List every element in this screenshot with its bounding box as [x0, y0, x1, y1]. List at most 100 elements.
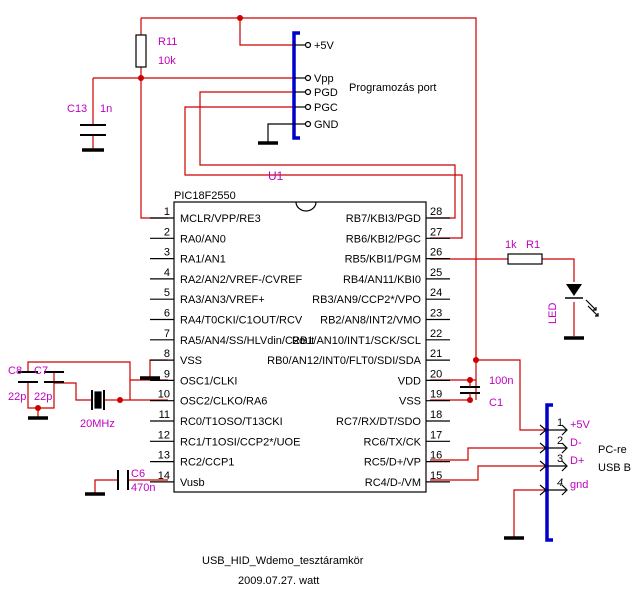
usb-pin-marker	[539, 442, 547, 454]
ic-pin-number: 20	[430, 368, 442, 380]
r11-value: 10k	[158, 55, 176, 67]
crystal: 20MHz	[80, 390, 115, 430]
ic-pin-number: 28	[430, 206, 442, 218]
c1-value: 100n	[489, 375, 513, 387]
ic-pin-name: RC5/D+/VP	[364, 457, 421, 469]
ic-pin-number: 1	[164, 206, 170, 218]
ic-pin-number: 27	[430, 226, 442, 238]
ic-pin-name: VSS	[180, 355, 202, 367]
ic-pin-name: RB2/AN8/INT2/VMO	[320, 315, 421, 327]
usb-pin-number: 4	[557, 477, 563, 489]
usb-pin-number: 2	[557, 435, 563, 447]
ic-pin-name: RC7/RX/DT/SDO	[336, 416, 421, 428]
usb-pin-label: +5V	[570, 419, 591, 431]
ic-pin-name: VSS	[399, 396, 421, 408]
ic-pin-number: 5	[164, 287, 170, 299]
prog-pin-pgd: PGD	[314, 87, 338, 99]
ic-pin-name: RA5/AN4/SS/HLVdin/C2out	[180, 335, 314, 347]
ic-pin-number: 17	[430, 429, 442, 441]
ic-pin-number: 2	[164, 226, 170, 238]
usb-label-1: PC-re	[598, 444, 627, 456]
ic-pin-number: 3	[164, 247, 170, 259]
ic-pin-name: RA1/AN1	[180, 254, 226, 266]
c6-value: 470n	[131, 482, 155, 494]
c1-ref: C1	[489, 397, 503, 409]
prog-pin-5v: +5V	[314, 40, 335, 52]
prog-pin-pgc: PGC	[314, 102, 338, 114]
prog-port-bar	[292, 31, 300, 140]
c13-value: 1n	[100, 103, 112, 115]
ic-notch	[295, 201, 317, 212]
usb-pin-marker	[539, 484, 547, 496]
ic-ref: U1	[268, 169, 284, 183]
c6-ref: C6	[131, 468, 145, 480]
r11-ref: R11	[158, 36, 177, 48]
ic-pin-number: 13	[158, 450, 170, 462]
ic-pin-number: 9	[164, 368, 170, 380]
diagram-title: USB_HID_Wdemo_tesztáramkör	[202, 555, 364, 567]
resistor-r1: 1k R1	[505, 239, 543, 265]
ic-pin-name: RA0/AN0	[180, 233, 226, 245]
ic-pin-number: 4	[164, 267, 170, 279]
ic-pin-number: 18	[430, 409, 442, 421]
ic-pin-number: 11	[159, 409, 170, 421]
ic-pin-name: MCLR/VPP/RE3	[180, 213, 261, 225]
resistor-r11: R11 10k	[135, 34, 177, 68]
c7-value: 22p	[34, 391, 52, 403]
prog-port-title: Programozás port	[349, 82, 436, 94]
usb-pin-marker	[561, 442, 568, 454]
ic-pin-number: 10	[158, 389, 170, 401]
ic-pin-number: 25	[430, 267, 442, 279]
ic-pin-name: OSC2/CLKO/RA6	[180, 396, 267, 408]
usb-pin-marker	[539, 424, 547, 436]
prog-pin-gnd: GND	[314, 119, 339, 131]
ic-pin-number: 22	[430, 328, 442, 340]
ic-pin-name: RC0/T1OSO/T13CKI	[180, 416, 283, 428]
usb-label-2: USB B	[598, 462, 631, 474]
prog-pin-vpp: Vpp	[314, 73, 334, 85]
ic-pin-name: RA3/AN3/VREF+	[180, 294, 265, 306]
ic-pin-name: RA2/AN2/VREF-/CVREF	[180, 274, 303, 286]
ic-pin-name: RB0/AN12/INT0/FLT0/SDI/SDA	[267, 355, 422, 367]
ic-pin-name: RB7/KBI3/PGD	[346, 213, 421, 225]
usb-pin-marker	[561, 460, 568, 472]
ic-right-pins: 28RB7/KBI3/PGD27RB6/KBI2/PGC26RB5/KBI1/P…	[267, 206, 450, 489]
usb-pin-marker	[561, 484, 568, 496]
usb-pin-marker	[539, 460, 547, 472]
ic-pin-name: RB5/KBI1/PGM	[345, 254, 421, 266]
ic-pin-number: 6	[164, 308, 170, 320]
ic-pin-name: RB1/AN10/INT1/SCK/SCL	[292, 335, 421, 347]
diagram-subtitle: 2009.07.27. watt	[238, 575, 319, 587]
ic-pin-number: 7	[164, 328, 170, 340]
ic-part: PIC18F2550	[174, 190, 236, 202]
led: LED	[547, 284, 599, 340]
ic-pin-name: RB3/AN9/CCP2*/VPO	[312, 294, 421, 306]
ic-pin-name: RC4/D-/VM	[365, 477, 421, 489]
c13-ref: C13	[67, 103, 87, 115]
capacitor-c7: C7 22p	[34, 365, 64, 403]
ic-pin-number: 21	[430, 348, 442, 360]
ic-pin-number: 16	[430, 450, 442, 462]
ic-pin-number: 26	[430, 247, 442, 259]
ic-pin-name: RB4/AN11/KBI0	[343, 274, 421, 286]
ic-pin-name: OSC1/CLKI	[180, 375, 237, 387]
usb-pin-number: 3	[557, 453, 563, 465]
usb-pin-label: D-	[570, 437, 582, 449]
junctions	[35, 15, 479, 411]
ic-pin-name: VDD	[398, 375, 421, 387]
ic-body	[173, 201, 427, 493]
programming-port: +5V Vpp PGD PGC GND Programozás port	[258, 31, 436, 145]
usb-bar	[545, 403, 553, 542]
usb-pin-label: D+	[570, 455, 584, 467]
capacitor-c13: C13 1n	[67, 103, 112, 152]
capacitor-c8: C8 22p	[8, 365, 38, 403]
r1-ref: R1	[526, 239, 540, 251]
capacitor-c6: C6 470n	[85, 468, 155, 496]
r1-value: 1k	[505, 239, 517, 251]
usb-pin-number: 1	[557, 417, 563, 429]
